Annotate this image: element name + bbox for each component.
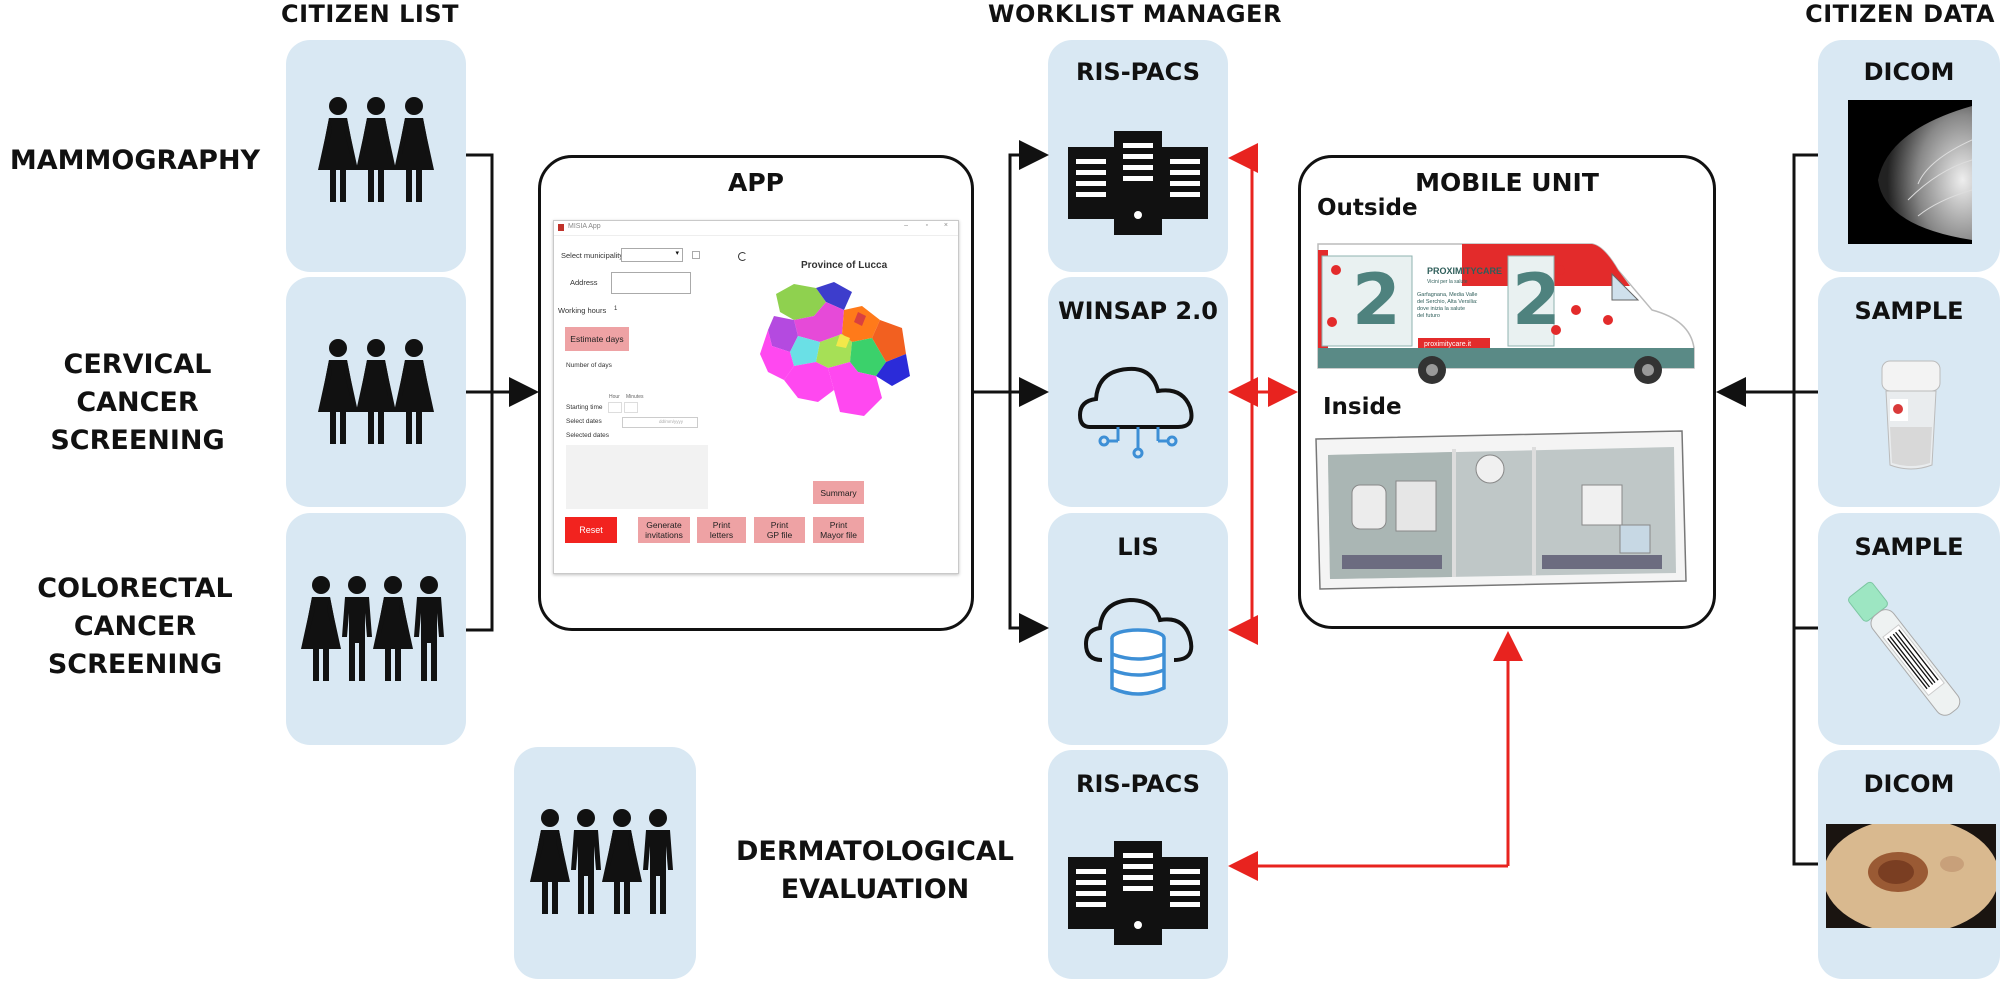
- worklist-card-winsap: WINSAP 2.0: [1048, 277, 1228, 507]
- label-colorectal-cancer-screening: COLORECTAL CANCER SCREENING: [37, 573, 233, 680]
- mobile-unit-interior-image: [1315, 430, 1687, 590]
- header-citizen-data: CITIZEN DATA: [1805, 0, 1995, 28]
- date-select[interactable]: dd/mm/yyyy: [622, 417, 698, 428]
- selected-dates-label: Selected dates: [566, 432, 610, 439]
- mobile-unit-title: MOBILE UNIT: [1415, 168, 1599, 197]
- app-window-logo-icon: [558, 224, 564, 231]
- summary-button[interactable]: Summary: [813, 481, 864, 504]
- app-window-titlebar: MISIA App – ▫ ×: [554, 221, 958, 236]
- minutes-input[interactable]: [624, 402, 638, 413]
- mobile-unit-exterior-image: 2 2 PROXIMITYCARE Vicini per la salute G…: [1317, 243, 1695, 384]
- map-title: Province of Lucca: [801, 260, 888, 271]
- svg-text:Garfagnana, Media Valle: Garfagnana, Media Valle: [1417, 292, 1477, 298]
- svg-text:dove inizia la salute: dove inizia la salute: [1417, 306, 1465, 312]
- label-mammography: MAMMOGRAPHY: [9, 145, 261, 176]
- lucca-province-map[interactable]: [754, 276, 914, 421]
- starting-time-label: Starting time: [566, 404, 603, 411]
- app-window: MISIA App – ▫ × Select municipality ▾ Ad…: [553, 220, 959, 574]
- citizen-data-card-sample-urine: SAMPLE: [1818, 277, 2000, 507]
- selected-dates-list[interactable]: [566, 445, 708, 509]
- inside-label: Inside: [1323, 394, 1402, 420]
- svg-text:del Serchio, Alta Versilia:: del Serchio, Alta Versilia:: [1417, 299, 1478, 305]
- citizen-data-title-dicom-2: DICOM: [1863, 770, 1955, 798]
- citizen-data-card-dicom-derma: DICOM: [1818, 750, 2000, 979]
- reset-button[interactable]: Reset: [565, 517, 617, 543]
- municipality-select[interactable]: ▾: [621, 248, 683, 262]
- hour-input[interactable]: [608, 402, 622, 413]
- app-title: APP: [728, 168, 784, 197]
- date-select-placeholder: dd/mm/yyyy: [659, 419, 684, 424]
- svg-text:Vicini per la salute: Vicini per la salute: [1427, 279, 1468, 285]
- header-worklist-manager: WORKLIST MANAGER: [988, 0, 1282, 28]
- svg-text:proximitycare.it: proximitycare.it: [1424, 341, 1471, 348]
- refresh-icon[interactable]: [738, 252, 747, 261]
- working-hours-label: Working hours: [558, 306, 607, 315]
- chevron-down-icon: ▾: [675, 250, 679, 257]
- citizen-data-title-sample-1: SAMPLE: [1854, 297, 1964, 325]
- citizen-data-title-sample-2: SAMPLE: [1854, 533, 1964, 561]
- worklist-title-winsap: WINSAP 2.0: [1058, 297, 1218, 325]
- svg-text:del futuro: del futuro: [1417, 313, 1440, 319]
- label-cervical-cancer-screening: CERVICAL CANCER SCREENING: [50, 349, 225, 456]
- worklist-title-ris-pacs-top: RIS-PACS: [1076, 58, 1200, 86]
- worklist-title-lis: LIS: [1117, 533, 1159, 561]
- cloud-network-icon: [1077, 366, 1194, 459]
- estimate-days-button[interactable]: Estimate days: [565, 327, 629, 351]
- app-window-title: MISIA App: [568, 223, 601, 230]
- urine-container-image: [1881, 360, 1941, 470]
- working-hours-value[interactable]: 1: [614, 306, 618, 312]
- worklist-title-ris-pacs-bottom: RIS-PACS: [1076, 770, 1200, 798]
- svg-text:PROXIMITYCARE: PROXIMITYCARE: [1427, 266, 1502, 276]
- close-icon[interactable]: ×: [943, 222, 948, 229]
- maximize-icon[interactable]: ▫: [925, 222, 928, 229]
- minimize-icon[interactable]: –: [904, 222, 908, 229]
- outside-label: Outside: [1317, 195, 1418, 221]
- municipality-checkbox[interactable]: [692, 251, 700, 259]
- address-label: Address: [570, 278, 598, 287]
- citizen-data-card-dicom-mammo: DICOM: [1818, 40, 2000, 272]
- select-dates-label: Select dates: [566, 418, 602, 425]
- server-icon: [1068, 131, 1208, 235]
- header-citizen-list: CITIZEN LIST: [281, 0, 459, 28]
- dermoscopy-image: [1826, 824, 1996, 928]
- citizen-data-card-sample-blood: SAMPLE: [1818, 513, 2000, 745]
- label-dermatological-evaluation: DERMATOLOGICAL EVALUATION: [735, 836, 1014, 905]
- cloud-database-icon: [1083, 597, 1194, 696]
- blood-tube-image: [1848, 581, 1961, 716]
- mammogram-image: [1848, 100, 1972, 244]
- number-of-days-label: Number of days: [566, 362, 612, 369]
- server-icon: [1068, 841, 1208, 945]
- citizen-data-title-dicom-1: DICOM: [1863, 58, 1955, 86]
- select-municipality-label: Select municipality: [561, 251, 624, 260]
- hour-label: Hour: [609, 394, 620, 400]
- minutes-label: Minutes: [626, 394, 644, 400]
- svg-text:2: 2: [1352, 259, 1401, 341]
- address-input[interactable]: [611, 272, 691, 294]
